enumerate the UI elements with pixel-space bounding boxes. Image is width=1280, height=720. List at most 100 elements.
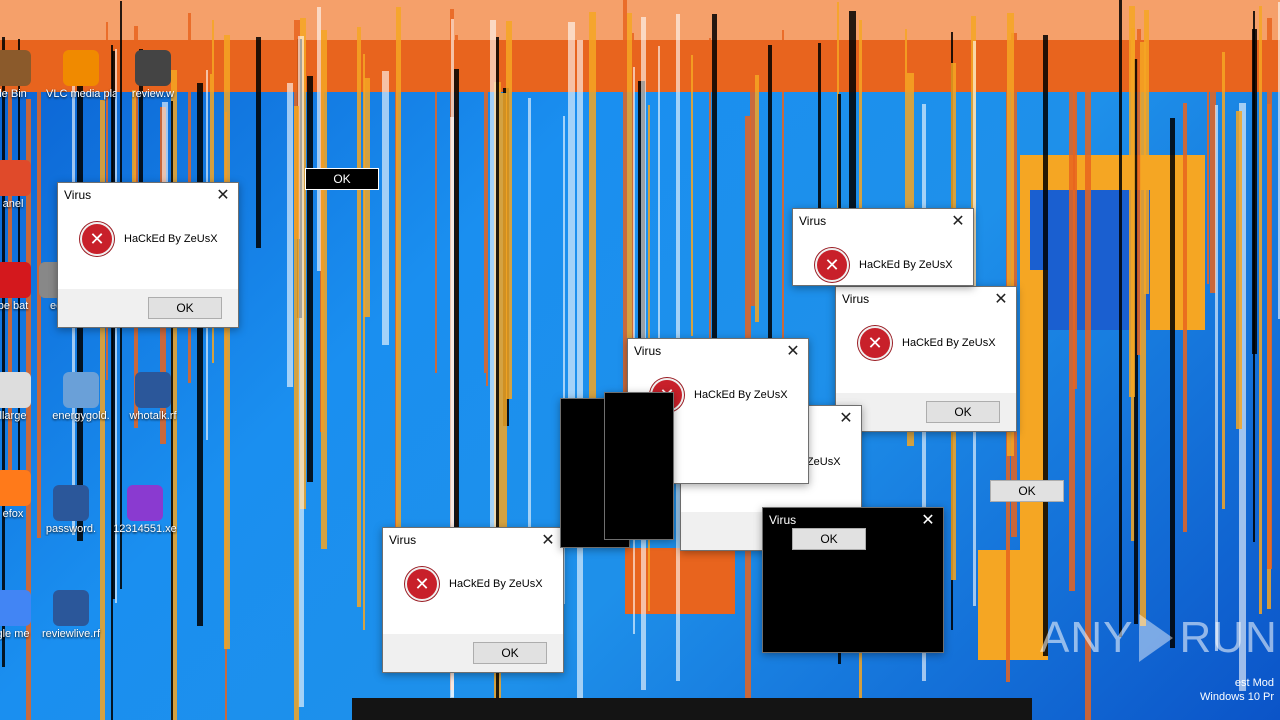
ok-button[interactable]: OK: [926, 401, 1000, 423]
virus-dialog[interactable]: Virus ✕ ✕ HaCkEd By ZeUsX: [792, 208, 974, 286]
dialog-body: ✕ HaCkEd By ZeUsX: [836, 311, 1016, 365]
glitch-stripe: [396, 7, 401, 534]
ok-button[interactable]: OK: [473, 642, 547, 664]
dialog-message: HaCkEd By ZeUsX: [859, 259, 953, 271]
desktop-icon[interactable]: le Bin: [0, 50, 48, 101]
desktop-icon[interactable]: review.w: [118, 50, 188, 101]
recycle-bin-icon: [0, 50, 31, 86]
desktop-icon-label: be bat: [0, 300, 29, 312]
desktop-icon[interactable]: be bat: [0, 262, 48, 313]
glitch-stripe: [1222, 52, 1225, 509]
dialog-title: Virus: [634, 344, 662, 358]
dialog-body: ✕ HaCkEd By ZeUsX: [793, 233, 973, 285]
glitch-stripe: [294, 106, 299, 720]
close-icon[interactable]: ✕: [541, 532, 555, 549]
dialog-titlebar[interactable]: Virus ✕: [58, 183, 238, 207]
desktop-icon-label: le Bin: [0, 88, 27, 100]
glitch-stripe: [395, 62, 398, 558]
desktop-icon[interactable]: efox: [0, 470, 48, 521]
desktop-icon[interactable]: 12314551.xe: [110, 485, 180, 536]
desktop-icon-label: anel: [2, 198, 24, 210]
virus-dialog[interactable]: Virus ✕ ✕ HaCkEd By ZeUsX OK: [382, 527, 564, 673]
dialog-titlebar[interactable]: Virus ✕: [836, 287, 1016, 311]
dialog-titlebar[interactable]: Virus ✕: [628, 339, 808, 363]
close-icon[interactable]: ✕: [786, 343, 800, 360]
dialog-footer: OK: [383, 634, 563, 672]
glitch-stripe: [1170, 118, 1175, 648]
glitch-stripe: [256, 37, 261, 248]
desktop-icon-label: whotalk.rf: [129, 410, 177, 422]
glitch-stripe: [317, 7, 321, 271]
play-icon: [1139, 614, 1174, 662]
close-icon[interactable]: ✕: [921, 512, 935, 529]
desktop-icon[interactable]: energygold.: [46, 372, 116, 423]
ok-button-floating[interactable]: OK: [990, 480, 1064, 502]
dialog-title: Virus: [389, 533, 417, 547]
glitch-stripe: [1267, 18, 1272, 569]
glitch-stripe: [658, 46, 660, 341]
glitch-stripe: [320, 61, 324, 432]
error-icon: ✕: [858, 326, 892, 360]
desktop-icon[interactable]: whotalk.rf: [118, 372, 188, 423]
desktop-icon[interactable]: anel: [0, 160, 48, 211]
glitch-stripe: [307, 76, 313, 482]
acrobat-icon: [0, 262, 31, 298]
glitch-stripe: [503, 88, 509, 426]
glitch-stripe: [357, 27, 361, 607]
anyrun-watermark: ANY RUN: [1040, 608, 1277, 668]
dialog-title: Virus: [842, 292, 870, 306]
glitch-stripe: [1043, 35, 1048, 656]
test-mode-line1: est Mod: [1234, 677, 1274, 689]
dialog-title: Virus: [799, 214, 827, 228]
dialog-title: Virus: [64, 188, 92, 202]
desktop-icon[interactable]: password.: [36, 485, 106, 536]
word-document-icon: [53, 590, 89, 626]
dialog-titlebar[interactable]: Virus ✕: [383, 528, 563, 552]
glitch-stripe: [1259, 6, 1262, 614]
desktop-icon[interactable]: reviewlive.rf: [36, 590, 106, 641]
close-icon[interactable]: ✕: [216, 187, 230, 204]
desktop-icon-label: reviewlive.rf: [41, 628, 101, 640]
dialog-message: HaCkEd By ZeUsX: [124, 233, 218, 245]
glitch-stripe: [197, 83, 203, 626]
close-icon[interactable]: ✕: [951, 213, 965, 230]
glitch-stripe: [627, 13, 632, 339]
glitch-stripe: [1011, 33, 1017, 537]
image-file-icon: [63, 372, 99, 408]
dialog-message: HaCkEd By ZeUsX: [449, 578, 543, 590]
glitch-stripe: [1267, 104, 1271, 609]
dialog-titlebar[interactable]: Virus ✕: [763, 508, 943, 532]
glitch-stripe: [1137, 29, 1141, 355]
glitch-stripe: [1183, 103, 1187, 532]
glitch-stripe: [1131, 28, 1135, 541]
desktop-icon[interactable]: VLC media player: [46, 50, 116, 101]
virus-dialog[interactable]: Virus ✕ ✕ HaCkEd By ZeUsX OK: [57, 182, 239, 328]
ok-button-floating[interactable]: OK: [305, 168, 379, 190]
glitch-stripe: [1073, 52, 1077, 389]
dialog-message: HaCkEd By ZeUsX: [902, 337, 996, 349]
ok-button[interactable]: OK: [148, 297, 222, 319]
dialog-footer: OK: [58, 289, 238, 327]
taskbar[interactable]: [352, 698, 1032, 720]
glitch-stripe: [363, 54, 365, 630]
dialog-titlebar[interactable]: Virus ✕: [793, 209, 973, 233]
desktop-icon[interactable]: llarge: [0, 372, 48, 423]
ok-button-floating[interactable]: OK: [792, 528, 866, 550]
desktop-icon[interactable]: gle me: [0, 590, 48, 641]
error-icon: ✕: [80, 222, 114, 256]
glitch-stripe: [1239, 103, 1246, 691]
word-document-icon: [53, 485, 89, 521]
glitch-stripe: [577, 40, 583, 720]
virus-dialog[interactable]: Virus ✕ ✕ HaCkEd By ZeUsX OK: [835, 286, 1017, 432]
close-icon[interactable]: ✕: [994, 291, 1008, 308]
dialog-title: Virus: [769, 513, 797, 527]
glitch-stripe: [1144, 10, 1149, 294]
glitch-stripe: [484, 43, 486, 373]
vlc-icon: [63, 50, 99, 86]
glitch-stripe: [297, 39, 302, 318]
glitch-stripe: [1252, 29, 1257, 354]
glitch-stripe: [1210, 49, 1216, 293]
glitch-stripe: [1069, 82, 1075, 591]
close-icon[interactable]: ✕: [839, 410, 853, 427]
